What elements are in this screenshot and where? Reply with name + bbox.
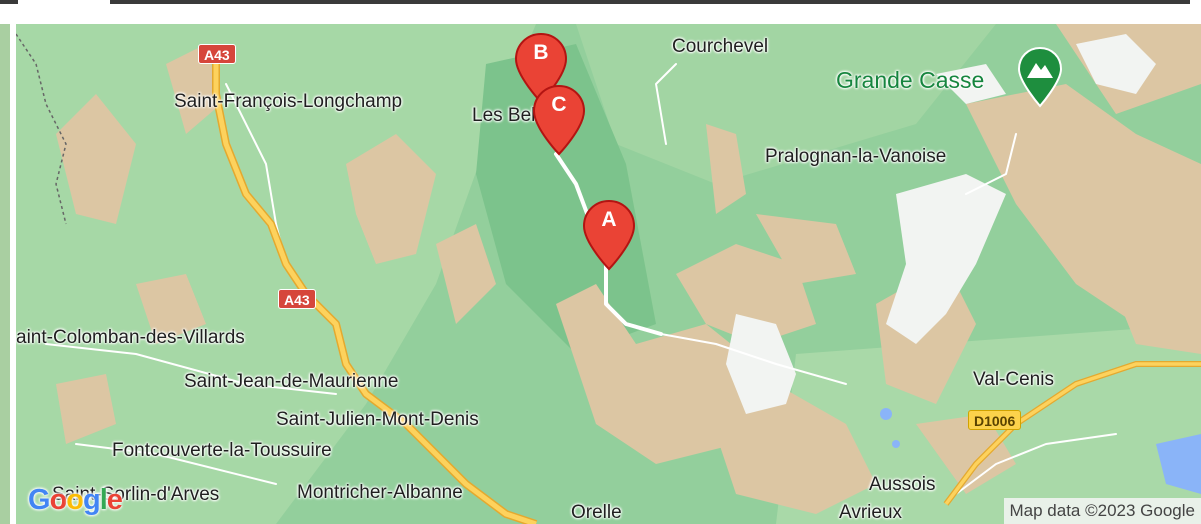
place-label-pralognan: Pralognan-la-Vanoise	[765, 146, 947, 167]
marker-letter: A	[601, 208, 617, 231]
place-label-saint-sorlin: Saint-Sorlin-d'Arves	[52, 484, 220, 505]
google-logo-letter: e	[106, 484, 123, 516]
google-logo-letter: o	[49, 484, 68, 516]
place-label-saint-julien: Saint-Julien-Mont-Denis	[276, 409, 479, 430]
place-label-aussois: Aussois	[869, 474, 936, 495]
place-label-saint-colomban: aint-Colomban-des-Villards	[16, 327, 245, 348]
map-marker-a[interactable]: A	[582, 199, 636, 271]
left-strip	[0, 24, 16, 524]
google-logo-letter: g	[83, 484, 101, 516]
road-shield-a43: A43	[278, 289, 316, 309]
photo-edge	[0, 0, 18, 4]
top-strip	[0, 0, 1201, 24]
mountain-peak-icon[interactable]	[1016, 46, 1064, 108]
map-marker-c[interactable]: C	[532, 84, 586, 156]
google-logo-letter: o	[66, 484, 84, 516]
marker-letter: B	[533, 41, 549, 64]
place-label-fontcouverte: Fontcouverte-la-Toussuire	[112, 440, 332, 461]
place-label-orelle: Orelle	[571, 502, 622, 523]
place-label-avrieux: Avrieux	[839, 502, 903, 523]
place-label-saint-jean: Saint-Jean-de-Maurienne	[184, 371, 399, 392]
map-attribution[interactable]: Map data ©2023 Google	[1003, 498, 1201, 524]
terrain-layer	[16, 24, 1201, 524]
road-shield-a43: A43	[198, 44, 236, 64]
place-label-montricher: Montricher-Albanne	[297, 482, 463, 503]
google-logo[interactable]: Google	[28, 484, 123, 516]
road-shield-d1006: D1006	[968, 410, 1022, 430]
neighbour-map-slice	[0, 24, 10, 524]
place-label-saint-francois: Saint-François-Longchamp	[174, 91, 403, 112]
google-logo-letter: G	[28, 484, 51, 516]
google-logo-letter: l	[99, 484, 108, 516]
marker-letter: C	[551, 93, 567, 116]
place-label-courchevel: Courchevel	[672, 36, 769, 57]
photo-edge	[110, 0, 1190, 4]
map-view[interactable]: Courchevel Grande Casse Saint-François-L…	[16, 24, 1201, 524]
place-label-val-cenis: Val-Cenis	[973, 369, 1054, 390]
map-marker-b[interactable]: B	[514, 32, 568, 104]
place-label-grande-casse: Grande Casse	[836, 67, 985, 93]
